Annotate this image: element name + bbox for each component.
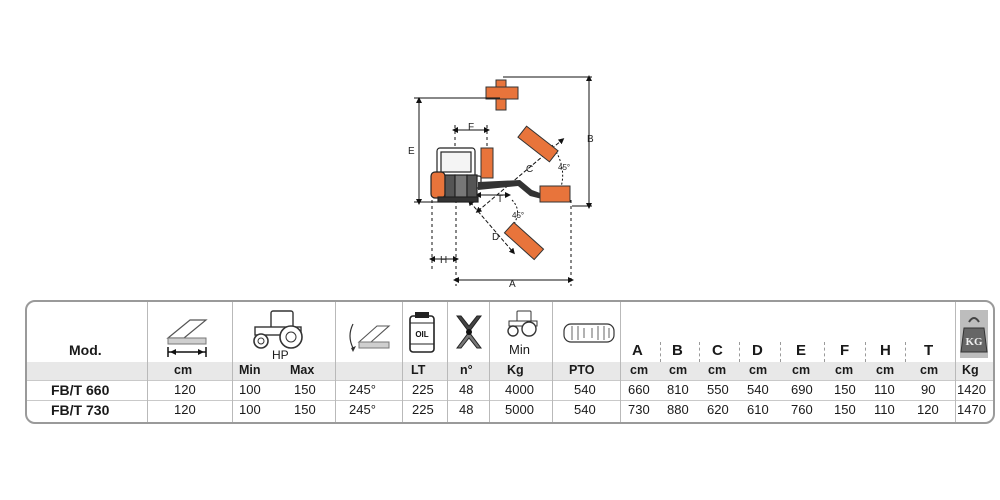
hp-label: HP — [272, 348, 289, 362]
head-horizontal — [539, 185, 571, 203]
unit-tractor-weight: Kg — [507, 363, 524, 377]
unit-hp-max: Max — [290, 363, 315, 377]
dim-label-e: E — [408, 146, 415, 157]
unit-hp-min: Min — [239, 363, 261, 377]
unit-b: cm — [669, 363, 688, 377]
row-divider-1 — [27, 380, 993, 381]
row2-model: FB/T 730 — [51, 402, 110, 418]
row2-c: 620 — [707, 402, 729, 417]
row2-h: 110 — [874, 402, 895, 417]
row1-hp-max: 150 — [294, 382, 316, 397]
head-rotation-icon — [349, 323, 391, 352]
row2-f: 150 — [834, 402, 856, 417]
row1-b: 810 — [667, 382, 689, 397]
row2-oil: 225 — [412, 402, 434, 417]
pto-shaft-icon — [563, 323, 615, 343]
dimension-lines — [414, 75, 592, 286]
unit-t: cm — [920, 363, 939, 377]
header-letter-t: T — [924, 342, 934, 359]
svg-text:OIL: OIL — [415, 330, 428, 339]
unit-pto: PTO — [569, 363, 595, 377]
dim-label-b: B — [587, 134, 594, 145]
row1-h: 110 — [874, 382, 895, 397]
unit-blades: n° — [460, 363, 473, 377]
row2-pto: 540 — [574, 402, 596, 417]
transport-position-head — [485, 79, 519, 111]
row1-oil: 225 — [412, 382, 434, 397]
row2-width: 120 — [174, 402, 196, 417]
blades-icon — [456, 315, 482, 349]
angle-label-lower: 45° — [512, 211, 524, 220]
header-letter-a: A — [632, 342, 643, 359]
header-letter-e: E — [796, 342, 807, 359]
dim-label-h: H — [440, 255, 447, 266]
row-divider-2 — [27, 400, 993, 401]
row2-hp-min: 100 — [239, 402, 261, 417]
row2-hp-max: 150 — [294, 402, 316, 417]
working-width-icon — [166, 319, 208, 357]
spec-table: Mod. HP OIL — [25, 300, 995, 424]
header-letter-c: C — [712, 342, 723, 359]
tractor-weight-min-label: Min — [509, 342, 530, 357]
header-letter-h: H — [880, 342, 891, 359]
row1-model: FB/T 660 — [51, 382, 110, 398]
model-header: Mod. — [69, 342, 102, 358]
header-letter-b: B — [672, 342, 683, 359]
dim-label-d: D — [492, 232, 499, 243]
row2-blades: 48 — [459, 402, 474, 417]
dim-label-t: T — [497, 194, 503, 205]
svg-text:KG: KG — [965, 336, 983, 348]
row1-pto: 540 — [574, 382, 596, 397]
boom-arm — [478, 147, 548, 200]
row1-weight: 1420 — [957, 382, 986, 397]
row1-blades: 48 — [459, 382, 474, 397]
row2-d: 610 — [747, 402, 769, 417]
tractor-weight-icon — [507, 310, 538, 337]
row1-rotation: 245° — [349, 382, 376, 397]
row1-d: 540 — [747, 382, 769, 397]
unit-oil: LT — [411, 363, 426, 377]
row2-e: 760 — [791, 402, 813, 417]
units-band — [27, 362, 993, 380]
row1-hp-min: 100 — [239, 382, 261, 397]
tractor-hp-icon — [253, 310, 303, 349]
row1-t: 90 — [921, 382, 936, 397]
row1-a: 660 — [628, 382, 650, 397]
head-45-down — [503, 221, 545, 261]
row2-tractor-weight: 5000 — [505, 402, 534, 417]
header-letter-f: F — [840, 342, 850, 359]
header-letter-d: D — [752, 342, 763, 359]
unit-weight: Kg — [962, 363, 979, 377]
row1-tractor-weight: 4000 — [505, 382, 534, 397]
unit-e: cm — [792, 363, 811, 377]
dim-label-a: A — [509, 279, 516, 290]
row1-f: 150 — [834, 382, 856, 397]
unit-c: cm — [708, 363, 727, 377]
unit-h: cm — [876, 363, 895, 377]
unit-d: cm — [749, 363, 768, 377]
row2-b: 880 — [667, 402, 689, 417]
unit-width: cm — [174, 363, 193, 377]
row2-t: 120 — [917, 402, 939, 417]
machine-dimension-diagram: B E F C T D H A 45° 45° — [408, 75, 594, 290]
row1-e: 690 — [791, 382, 813, 397]
head-45-up — [517, 125, 559, 163]
dim-label-f: F — [468, 122, 474, 133]
row1-c: 550 — [707, 382, 729, 397]
dim-label-c: C — [526, 164, 533, 175]
unit-a: cm — [630, 363, 649, 377]
row2-weight: 1470 — [957, 402, 986, 417]
angle-label-upper: 45° — [558, 163, 570, 172]
oil-can-icon: OIL — [409, 312, 435, 353]
row2-a: 730 — [628, 402, 650, 417]
row2-rotation: 245° — [349, 402, 376, 417]
kg-weight-icon: KG — [960, 310, 988, 358]
unit-f: cm — [835, 363, 854, 377]
tractor-outline — [430, 147, 482, 203]
row1-width: 120 — [174, 382, 196, 397]
